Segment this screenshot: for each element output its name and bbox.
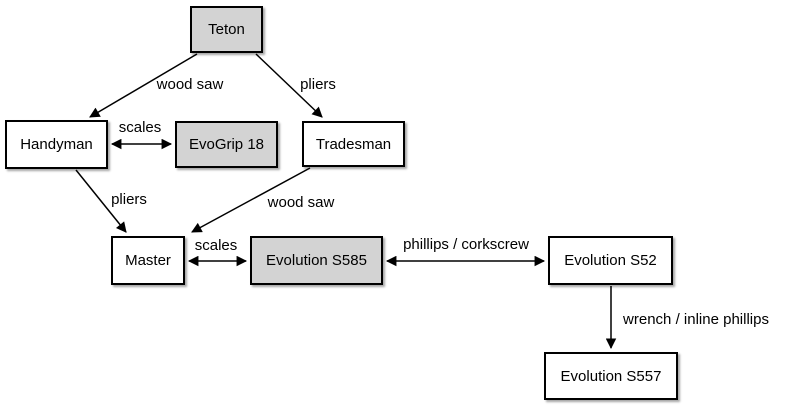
edge-label-pliers-teton-tradesman: pliers bbox=[300, 76, 336, 93]
node-evolution-s585: Evolution S585 bbox=[250, 236, 383, 285]
edge-label-wrench-inline-phillips: wrench / inline phillips bbox=[623, 311, 769, 328]
edge-label-scales-master-s585: scales bbox=[194, 237, 238, 254]
node-teton: Teton bbox=[190, 6, 263, 53]
node-tradesman: Tradesman bbox=[302, 121, 405, 167]
node-evolution-s557: Evolution S557 bbox=[544, 352, 678, 400]
node-handyman: Handyman bbox=[5, 120, 108, 169]
edge-label-pliers-handyman-master: pliers bbox=[111, 191, 147, 208]
node-master: Master bbox=[111, 236, 185, 285]
edge-teton-handyman bbox=[89, 53, 198, 118]
node-evolution-s52: Evolution S52 bbox=[548, 236, 673, 285]
edge-label-scales-handyman-evogrip: scales bbox=[118, 119, 162, 136]
edge-teton-tradesman bbox=[255, 53, 323, 118]
edge-handyman-master bbox=[75, 169, 127, 233]
edge-tradesman-master bbox=[191, 167, 311, 233]
edge-label-phillips-corkscrew: phillips / corkscrew bbox=[403, 236, 529, 253]
edge-label-wood-saw-teton-handyman: wood saw bbox=[156, 76, 224, 93]
node-evogrip-18: EvoGrip 18 bbox=[175, 121, 278, 168]
edge-label-wood-saw-tradesman-master: wood saw bbox=[267, 194, 335, 211]
